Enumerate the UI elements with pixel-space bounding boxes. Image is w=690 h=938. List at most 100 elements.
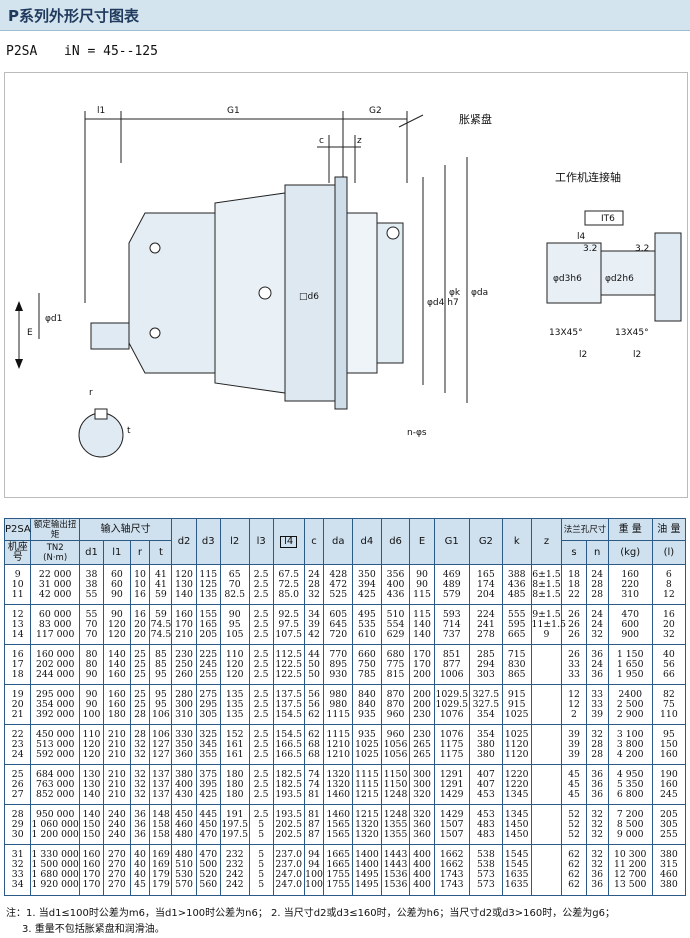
cell-l1: 160 160 180 bbox=[103, 684, 131, 725]
cell-r: 25 25 28 bbox=[129, 684, 151, 725]
cell-oil: 190 160 245 bbox=[651, 764, 687, 805]
cell-weight: 7 200 8 500 9 000 bbox=[607, 804, 653, 845]
cell-l3: 2.5 2.5 2.5 bbox=[248, 724, 274, 765]
cell-da: 605 645 720 bbox=[323, 604, 354, 645]
cell-torque: 60 000 83 000 117 000 bbox=[30, 604, 80, 645]
cell-l3: 2.5 2.5 2.5 bbox=[248, 684, 274, 725]
cell-d6: 1248 1355 1355 bbox=[380, 804, 411, 845]
cell-da: 1320 1320 1460 bbox=[323, 764, 354, 805]
header-z: z bbox=[530, 518, 563, 565]
cell-d6: 356 400 436 bbox=[380, 564, 411, 605]
header-r: r bbox=[129, 540, 151, 565]
cell-t: 41 41 59 bbox=[149, 564, 173, 605]
dim-d2h6: φd2h6 bbox=[605, 274, 634, 284]
header-l4: l4 bbox=[272, 518, 305, 565]
cell-d2: 380 400 430 bbox=[171, 764, 197, 805]
cell-s: 26 33 33 bbox=[561, 644, 587, 685]
cell-k: 388 436 485 bbox=[501, 564, 532, 605]
cell-l3: 2.5 2.5 2.5 bbox=[248, 764, 274, 805]
cell-d4: 840 840 935 bbox=[352, 684, 382, 725]
cell-n: 24 24 32 bbox=[585, 604, 609, 645]
cell-t: 95 95 106 bbox=[149, 684, 173, 725]
cell-d1: 38 38 55 bbox=[78, 564, 105, 605]
cell-d3: 225 245 255 bbox=[195, 644, 221, 685]
cell-G1: 1291 1291 1429 bbox=[433, 764, 470, 805]
note-line-2: 3. 重量不包括胀紧盘和润滑油。 bbox=[22, 924, 165, 935]
cell-z: 6±1.5 8±1.5 8±1.5 bbox=[530, 564, 563, 605]
cell-oil: 205 305 255 bbox=[651, 804, 687, 845]
chamfer-1: 13X45° bbox=[549, 328, 583, 338]
cell-k: 555 595 665 bbox=[501, 604, 532, 645]
cell-c: 44 50 50 bbox=[303, 644, 325, 685]
dimension-drawing: l1 G1 G2 c z 胀紧盘 工作机连接轴 IT6 l4 3.2 3.2 φ… bbox=[4, 72, 688, 498]
header-l3: l3 bbox=[248, 518, 274, 565]
cell-torque: 684 000 763 000 852 000 bbox=[30, 764, 80, 805]
cell-G2: 224 241 278 bbox=[468, 604, 503, 645]
cell-weight: 3 100 3 800 4 200 bbox=[607, 724, 653, 765]
header-s: s bbox=[561, 540, 587, 565]
cell-E: 320 360 360 bbox=[409, 804, 435, 845]
cell-r: 36 36 36 bbox=[129, 804, 151, 845]
dim-d3h6: φd3h6 bbox=[553, 274, 582, 284]
cell-d4: 350 394 425 bbox=[352, 564, 382, 605]
cell-torque: 1 330 000 1 500 000 1 680 000 1 920 000 bbox=[30, 844, 80, 896]
cell-G1: 1429 1507 1507 bbox=[433, 804, 470, 845]
cell-d2: 230 250 260 bbox=[171, 644, 197, 685]
cell-t: 169 169 179 179 bbox=[149, 844, 173, 896]
header-d6: d6 bbox=[380, 518, 411, 565]
cell-da: 1115 1210 1210 bbox=[323, 724, 354, 765]
cell-l1: 240 240 240 bbox=[103, 804, 131, 845]
cell-d1: 140 150 150 bbox=[78, 804, 105, 845]
cell-l2: 65 70 82.5 bbox=[219, 564, 250, 605]
dim-d1: φd1 bbox=[45, 314, 62, 324]
cell-z bbox=[530, 844, 563, 896]
cell-l4: 67.5 72.5 85.0 bbox=[272, 564, 305, 605]
cell-d4: 495 535 610 bbox=[352, 604, 382, 645]
header-weight-unit: (kg) bbox=[607, 540, 653, 565]
cell-G1: 1029.5 1029.5 1076 bbox=[433, 684, 470, 725]
cell-k: 1545 1545 1635 1635 bbox=[501, 844, 532, 896]
header-torque: 额定输出扭矩 bbox=[30, 518, 80, 541]
cell-base: 31 32 33 34 bbox=[3, 844, 32, 896]
cell-d1: 160 160 170 170 bbox=[78, 844, 105, 896]
cell-base: 25 26 27 bbox=[3, 764, 32, 805]
note-line-1: 注：1. 当d1≤100时公差为m6，当d1>100时公差为n6； 2. 当尺寸… bbox=[6, 908, 615, 919]
cell-torque: 450 000 513 000 592 000 bbox=[30, 724, 80, 765]
cell-G2: 354 380 380 bbox=[468, 724, 503, 765]
cell-l1: 140 140 160 bbox=[103, 644, 131, 685]
cell-base: 28 29 30 bbox=[3, 804, 32, 845]
cell-r: 40 40 40 45 bbox=[129, 844, 151, 896]
cell-d6: 1443 1443 1536 1536 bbox=[380, 844, 411, 896]
dimension-table: P2SA 额定输出扭矩 输入轴尺寸 d2 d3 l2 l3 l4 c da d4… bbox=[3, 518, 687, 898]
header-torque-sym: TN2 bbox=[46, 542, 64, 553]
cell-z bbox=[530, 644, 563, 685]
header-d2: d2 bbox=[171, 518, 197, 565]
cell-base: 9 10 11 bbox=[3, 564, 32, 605]
header-weight: 重 量 bbox=[607, 518, 653, 541]
cell-c: 94 94 100 100 bbox=[303, 844, 325, 896]
cell-d1: 55 70 70 bbox=[78, 604, 105, 645]
cell-l1: 60 60 90 bbox=[103, 564, 131, 605]
cell-l4: 154.5 166.5 166.5 bbox=[272, 724, 305, 765]
shrink-disc-label: 胀紧盘 bbox=[459, 112, 492, 126]
cell-da: 1460 1565 1565 bbox=[323, 804, 354, 845]
cell-c: 56 56 62 bbox=[303, 684, 325, 725]
header-l2: l2 bbox=[219, 518, 250, 565]
title-bar: P系列外形尺寸图表 bbox=[0, 0, 690, 31]
cell-l2: 152 161 161 bbox=[219, 724, 250, 765]
cell-d6: 960 1056 1056 bbox=[380, 724, 411, 765]
cell-l2: 232 232 242 242 bbox=[219, 844, 250, 896]
cell-d1: 130 130 140 bbox=[78, 764, 105, 805]
cell-d6: 1150 1150 1248 bbox=[380, 764, 411, 805]
cell-r: 25 25 25 bbox=[129, 644, 151, 685]
header-l1: l1 bbox=[103, 540, 131, 565]
dim-z: z bbox=[357, 136, 362, 146]
cell-l3: 2.5 5 5 bbox=[248, 804, 274, 845]
cell-G2: 407 407 453 bbox=[468, 764, 503, 805]
cell-l1: 210 210 210 bbox=[103, 764, 131, 805]
cell-da: 428 472 525 bbox=[323, 564, 354, 605]
cell-l4: 193.5 202.5 202.5 bbox=[272, 804, 305, 845]
